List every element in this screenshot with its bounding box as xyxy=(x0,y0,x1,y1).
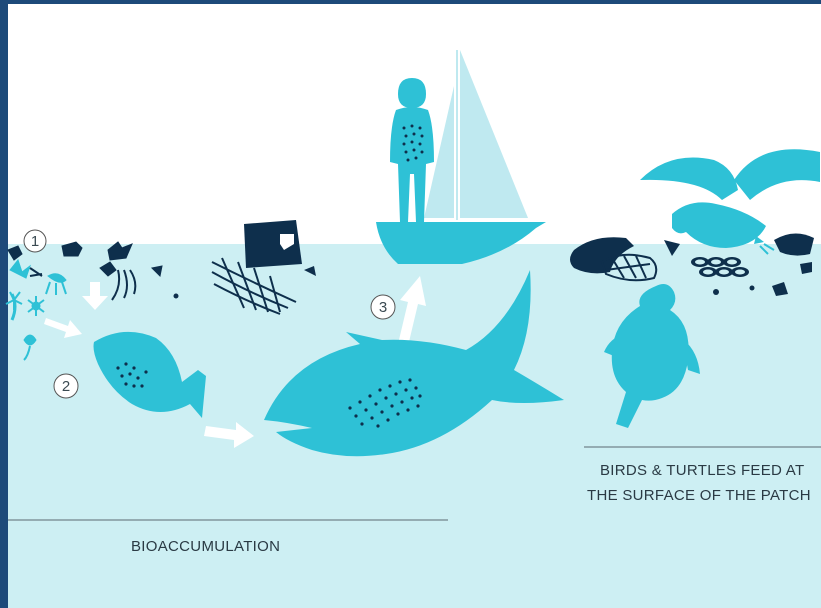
bioaccumulation-caption: BIOACCUMULATION xyxy=(131,538,280,555)
sailboat xyxy=(376,50,546,264)
debris-cluster-left xyxy=(7,241,179,301)
plankton-cluster xyxy=(5,258,67,361)
step-1-number: 1 xyxy=(31,233,39,250)
microplastic-dots xyxy=(348,378,422,428)
small-fish xyxy=(93,331,206,418)
seabird xyxy=(640,149,820,255)
debris-cluster-right xyxy=(570,233,814,296)
arrow-right-icon xyxy=(44,318,82,338)
flow-arrows xyxy=(44,276,426,448)
human-figure xyxy=(390,78,434,222)
birds-turtles-caption-line1: BIRDS & TURTLES FEED AT xyxy=(600,462,804,479)
sea-turtle xyxy=(604,284,700,428)
step-3-marker: 3 xyxy=(370,294,396,320)
plastic-package-debris xyxy=(244,220,316,276)
arrow-up-icon xyxy=(398,276,426,346)
arrow-down-icon xyxy=(82,282,108,310)
step-2-marker: 2 xyxy=(53,373,79,399)
large-fish xyxy=(264,270,564,457)
step-2-number: 2 xyxy=(62,378,70,395)
arrow-right-icon xyxy=(204,422,254,448)
fishing-net-debris xyxy=(211,257,297,315)
birds-turtles-caption-line2: THE SURFACE OF THE PATCH xyxy=(587,487,811,504)
step-3-number: 3 xyxy=(379,299,387,316)
step-1-marker: 1 xyxy=(23,229,47,253)
